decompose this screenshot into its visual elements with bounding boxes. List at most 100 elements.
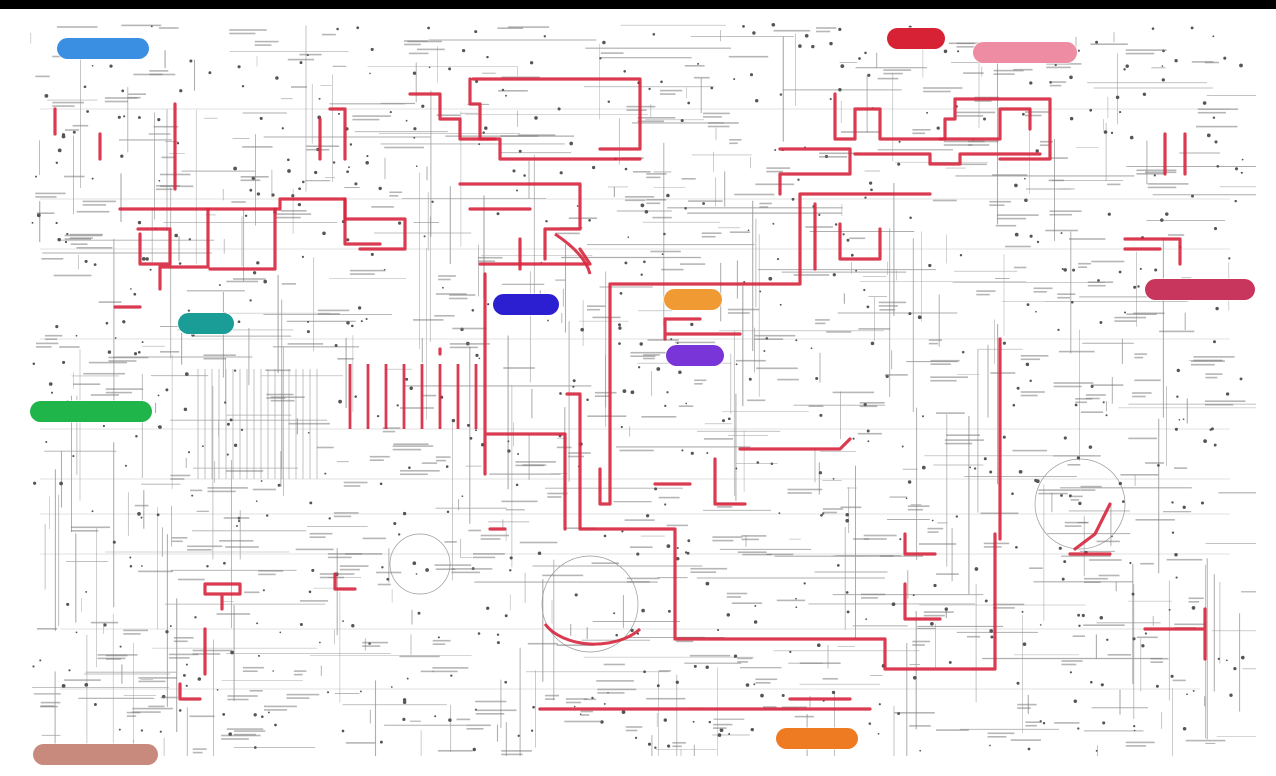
compound-node [412, 561, 416, 565]
compound-label [717, 506, 732, 508]
compound-node [736, 363, 738, 365]
compound-label [1021, 355, 1049, 357]
compound-node [275, 76, 279, 80]
compound-node [754, 620, 758, 624]
compound-label [734, 194, 774, 196]
pathway-category-badge-cat-3[interactable] [973, 42, 1077, 63]
compound-node [179, 709, 182, 712]
compound-label [149, 74, 162, 76]
compound-node [256, 261, 259, 264]
compound-node [815, 377, 818, 380]
compound-node [516, 484, 519, 487]
compound-label [826, 331, 851, 333]
compound-label [976, 294, 990, 296]
compound-node [45, 94, 49, 98]
compound-node [351, 325, 354, 328]
compound-label [1114, 317, 1146, 319]
compound-label [816, 31, 830, 33]
compound-label [1062, 660, 1083, 662]
pathway-map-canvas[interactable] [0, 9, 1276, 776]
compound-label [1054, 386, 1082, 388]
compound-node [830, 98, 832, 100]
compound-label [178, 579, 205, 581]
compound-node [1078, 50, 1080, 52]
pathway-category-badge-cat-6[interactable] [664, 289, 722, 310]
compound-label [1081, 411, 1103, 413]
compound-node [403, 698, 406, 701]
compound-node [1175, 428, 1178, 431]
compound-node [282, 127, 284, 129]
compound-label [83, 201, 116, 203]
compound-label [500, 135, 538, 137]
compound-node [926, 112, 928, 114]
compound-node [685, 551, 687, 553]
pathway-category-badge-cat-1[interactable] [57, 38, 149, 59]
compound-label [542, 575, 583, 577]
compound-node [113, 541, 116, 544]
compound-node [141, 729, 143, 731]
compound-node [416, 573, 418, 575]
compound-label [296, 549, 334, 551]
compound-node [867, 306, 870, 309]
compound-node [819, 471, 822, 474]
compound-node [482, 131, 484, 133]
compound-node [448, 67, 451, 70]
compound-node [858, 57, 861, 60]
compound-label [334, 516, 351, 518]
compound-node [438, 636, 440, 638]
compound-label [404, 44, 421, 46]
compound-label [968, 141, 999, 143]
compound-node [266, 514, 268, 516]
compound-node [1124, 311, 1126, 313]
compound-label [976, 290, 995, 292]
compound-label [1014, 267, 1026, 269]
compound-node [664, 405, 666, 407]
compound-node [1029, 81, 1032, 84]
compound-node [1172, 532, 1174, 534]
compound-label [646, 203, 660, 205]
pathway-category-badge-cat-8[interactable] [178, 313, 234, 334]
compound-node [643, 670, 646, 673]
compound-node [1108, 213, 1111, 216]
compound-node [1228, 257, 1230, 259]
compound-node [851, 254, 854, 257]
compound-label [65, 129, 79, 131]
compound-node [1191, 195, 1194, 198]
compound-node [771, 23, 775, 27]
compound-label [172, 537, 188, 539]
compound-label [756, 368, 798, 370]
compound-node [258, 655, 260, 657]
pathway-category-badge-cat-4[interactable] [1145, 279, 1255, 300]
compound-label [879, 302, 906, 304]
compound-node [194, 616, 196, 618]
compound-node [174, 234, 178, 238]
compound-label [675, 342, 715, 344]
pathway-category-badge-cat-10[interactable] [776, 728, 858, 749]
compound-node [906, 497, 908, 499]
compound-label [630, 546, 653, 548]
compound-node [442, 287, 444, 289]
compound-label [225, 546, 259, 548]
pathway-category-badge-cat-2[interactable] [887, 28, 945, 49]
pathway-category-badge-cat-11[interactable] [33, 744, 158, 765]
highlighted-pathway [815, 204, 880, 269]
compound-node [1102, 721, 1105, 724]
compound-label [160, 351, 179, 353]
pathway-category-badge-cat-7[interactable] [666, 345, 724, 366]
compound-node [628, 236, 630, 238]
compound-node [1119, 482, 1122, 485]
pathway-category-badge-cat-9[interactable] [30, 401, 152, 422]
pathway-category-badge-cat-5[interactable] [493, 294, 559, 315]
compound-node [219, 284, 221, 286]
compound-label [421, 671, 434, 673]
highlighted-pathway [1070, 504, 1110, 554]
compound-node [1211, 427, 1214, 430]
compound-label [241, 176, 269, 178]
compound-label [728, 312, 750, 314]
compound-label [1021, 359, 1040, 361]
compound-label [291, 86, 307, 88]
compound-node [654, 747, 656, 749]
compound-node [660, 81, 663, 84]
compound-node [519, 150, 522, 153]
compound-label [929, 339, 942, 341]
